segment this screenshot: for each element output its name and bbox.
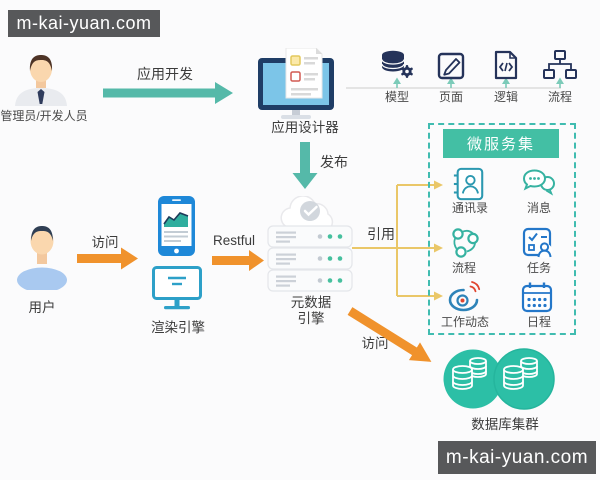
metadata-engine-icon — [262, 196, 358, 294]
code-file-icon — [489, 50, 523, 80]
restful-arrow — [212, 250, 264, 271]
message-icon — [521, 167, 555, 199]
ms-label-workflow: 流程 — [451, 261, 477, 275]
calendar-icon — [520, 280, 554, 314]
render-phone-icon — [158, 196, 195, 256]
app-designer-label: 应用设计器 — [271, 120, 339, 135]
render-engine-label: 渲染引擎 — [151, 320, 205, 335]
publish-label: 发布 — [320, 154, 348, 170]
output-label-flow: 流程 — [547, 90, 573, 104]
designer-output-arrows — [393, 77, 564, 88]
db-access-label: 访问 — [361, 336, 389, 351]
app-designer-icon — [256, 48, 352, 122]
microservices-box: 微服务集 通讯录 消息 — [428, 123, 576, 335]
ms-label-task: 任务 — [526, 261, 552, 275]
user-label: 用户 — [28, 300, 56, 315]
ms-label-weibo: 工作动态 — [440, 315, 490, 329]
user-access-label: 访问 — [91, 235, 119, 250]
admin-label: 管理员/开发人员 — [0, 109, 88, 123]
app-dev-label: 应用开发 — [137, 66, 193, 82]
contacts-icon — [452, 167, 486, 201]
database-gear-icon — [380, 50, 414, 78]
admin-avatar — [12, 52, 70, 106]
weibo-icon — [446, 280, 482, 314]
watermark-bottom-right: m-kai-yuan.com — [438, 441, 596, 474]
database-cluster-label: 数据库集群 — [471, 417, 539, 432]
metadata-engine-label-2: 引擎 — [297, 311, 325, 326]
reference-label: 引用 — [367, 226, 395, 242]
output-label-logic: 逻辑 — [493, 90, 519, 104]
ms-label-contacts: 通讯录 — [451, 201, 489, 215]
reference-connector — [352, 184, 434, 297]
watermark-top-left: m-kai-yuan.com — [8, 10, 160, 37]
db-access-arrow — [347, 307, 432, 362]
restful-label: Restful — [212, 233, 256, 248]
publish-arrow — [292, 142, 318, 189]
output-label-page: 页面 — [438, 90, 464, 104]
user-access-arrow — [77, 247, 138, 270]
render-monitor-icon — [152, 266, 202, 312]
page-edit-icon — [434, 50, 468, 80]
flowchart-icon — [543, 50, 577, 80]
reference-arrowheads — [434, 180, 443, 301]
metadata-engine-label-1: 元数据 — [290, 295, 332, 310]
user-avatar — [16, 224, 68, 290]
app-dev-arrow — [103, 82, 233, 104]
microservices-title: 微服务集 — [443, 129, 559, 158]
database-cluster-icon — [443, 348, 555, 412]
ms-label-message: 消息 — [526, 201, 552, 215]
ms-label-calendar: 日程 — [526, 315, 552, 329]
task-icon — [521, 226, 555, 260]
output-label-model: 模型 — [384, 90, 410, 104]
workflow-icon — [447, 226, 481, 260]
